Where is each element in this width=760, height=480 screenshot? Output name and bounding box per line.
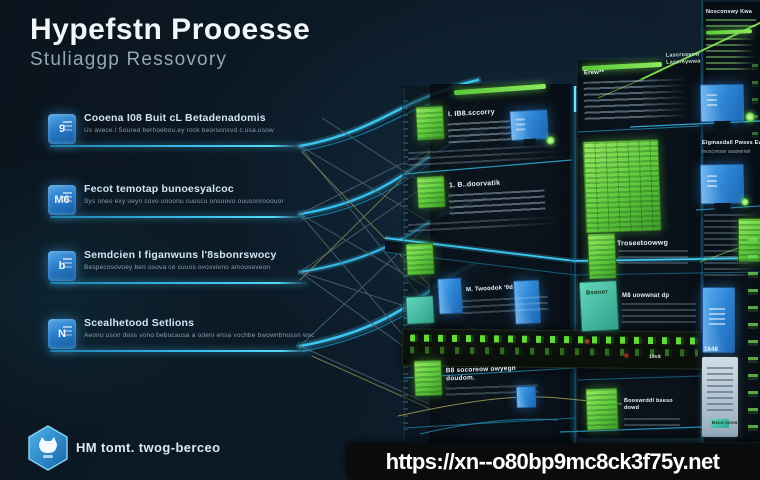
brand-logo-icon <box>28 425 68 471</box>
panel-row-label: Lascrosenw Lascreywwa <box>665 51 701 66</box>
panel-row-label: 1848 <box>704 347 719 353</box>
text-lines <box>624 418 680 426</box>
teal-chip-card <box>405 295 435 325</box>
panel-row-label: B8 socoreow owyegn doudom. <box>445 364 516 383</box>
card-text <box>707 367 733 413</box>
blue-monitor-icon <box>699 163 745 205</box>
text-lines <box>622 303 696 323</box>
green-chip-card <box>415 105 445 141</box>
item-underline <box>50 145 302 147</box>
text-lines <box>706 19 756 27</box>
text-lines <box>583 78 689 122</box>
blue-chip-card <box>437 277 463 315</box>
light-spec-card: Bsco soow <box>702 357 738 437</box>
icon-glyph: b <box>58 260 66 272</box>
brand-label: HM tomt. twog-berceo <box>76 440 221 455</box>
green-chip-card <box>585 387 619 431</box>
edge-led-strip <box>752 64 758 144</box>
panel-row-label: Booswrddl bseso dowd <box>624 398 673 412</box>
blue-monitor-icon <box>699 83 745 123</box>
led-red-dots <box>402 329 706 369</box>
green-chip-card <box>413 359 443 397</box>
status-led-green <box>741 198 749 206</box>
item-underline <box>50 282 308 284</box>
item-underline <box>50 216 304 218</box>
blue-monitor-icon <box>509 109 549 141</box>
text-lines <box>706 38 756 70</box>
led-rack-unit: 18v8 <box>401 328 707 370</box>
list-item-4[interactable]: N Scealhetood Setlions Aeonu uson doss v… <box>48 317 314 352</box>
list-item-title: Cooena I08 Buit cL Betadenadomis <box>84 112 266 124</box>
document-icon: 9 <box>48 114 76 144</box>
icon-glyph: 9 <box>58 123 66 135</box>
panel-row-label: M8 uowwnat dp <box>622 293 670 299</box>
list-item-title: Scealhetood Setlions <box>84 317 195 329</box>
item-underline <box>50 350 312 352</box>
icon-glyph: M6 <box>54 194 70 206</box>
panel-row-label: Erew** <box>583 69 605 77</box>
icon-glyph: N <box>58 328 66 340</box>
list-item-subtitle: Bespecosovoey ben osova ce cuuos ovosvie… <box>84 264 271 271</box>
teal-chip-card <box>578 280 620 332</box>
list-item-subtitle: Sys oneo exy ueyn covo uooonu cuuscu ons… <box>84 198 284 205</box>
blue-tall-card <box>702 287 735 353</box>
teal-badge: Bsco soow <box>711 419 737 428</box>
panel-row-label: Eigmasdall Pwses Ewd <box>702 140 760 146</box>
green-chip-card <box>416 175 446 209</box>
screen-text <box>706 175 718 190</box>
edge-led-strip <box>748 238 758 438</box>
blue-chip-card <box>515 385 537 409</box>
text-lines <box>618 250 688 264</box>
list-item-subtitle: Aeonu uson doss vono bebucausa a odeni e… <box>84 332 314 339</box>
list-item-title: Semdcien I figanwuns l'8sbonrswocy <box>84 249 277 261</box>
list-item-subtitle: Us avece.l Soured berhoebou.ey rock beor… <box>84 127 274 134</box>
panel-row-label: Nosconswy Kwa <box>706 9 753 15</box>
list-item-2[interactable]: M6 Fecot temotap bunoesyalcoc Sys oneo e… <box>48 183 314 218</box>
green-chip-card <box>405 242 435 276</box>
screen-text <box>515 118 526 131</box>
page-subtitle: Stuliaggp Ressovory <box>30 49 228 70</box>
address-bar-url[interactable]: https://xn--o80bp9mc8ck3f75y.net <box>385 448 720 474</box>
list-item-3[interactable]: b Semdcien I figanwuns l'8sbonrswocy Bes… <box>48 249 314 284</box>
page-title: Hypefstn Prooesse <box>30 13 311 46</box>
green-chip-card <box>587 232 617 280</box>
list-item-title: Fecot temotap bunoesyalcoc <box>84 183 234 195</box>
screen-text <box>709 308 725 326</box>
metric-icon: M6 <box>48 185 76 215</box>
screen-text <box>706 94 718 109</box>
list-item-1[interactable]: 9 Cooena I08 Buit cL Betadenadomis Us av… <box>48 112 314 147</box>
rack-label: 18v8 <box>648 353 661 361</box>
panel-row-label: Troseetoowwg <box>616 239 669 248</box>
panel-row-sublabel: moscreose ssaowrrwl <box>702 149 751 155</box>
node-icon: N <box>48 319 76 349</box>
book-icon: b <box>48 251 76 281</box>
panel-row-label: Bsoner <box>585 289 609 297</box>
status-led-green <box>745 112 755 122</box>
badge-label: Bsco soow <box>712 420 738 425</box>
green-board-card <box>582 138 662 234</box>
address-bar[interactable]: https://xn--o80bp9mc8ck3f75y.net <box>345 443 760 480</box>
status-led-green <box>546 136 555 145</box>
